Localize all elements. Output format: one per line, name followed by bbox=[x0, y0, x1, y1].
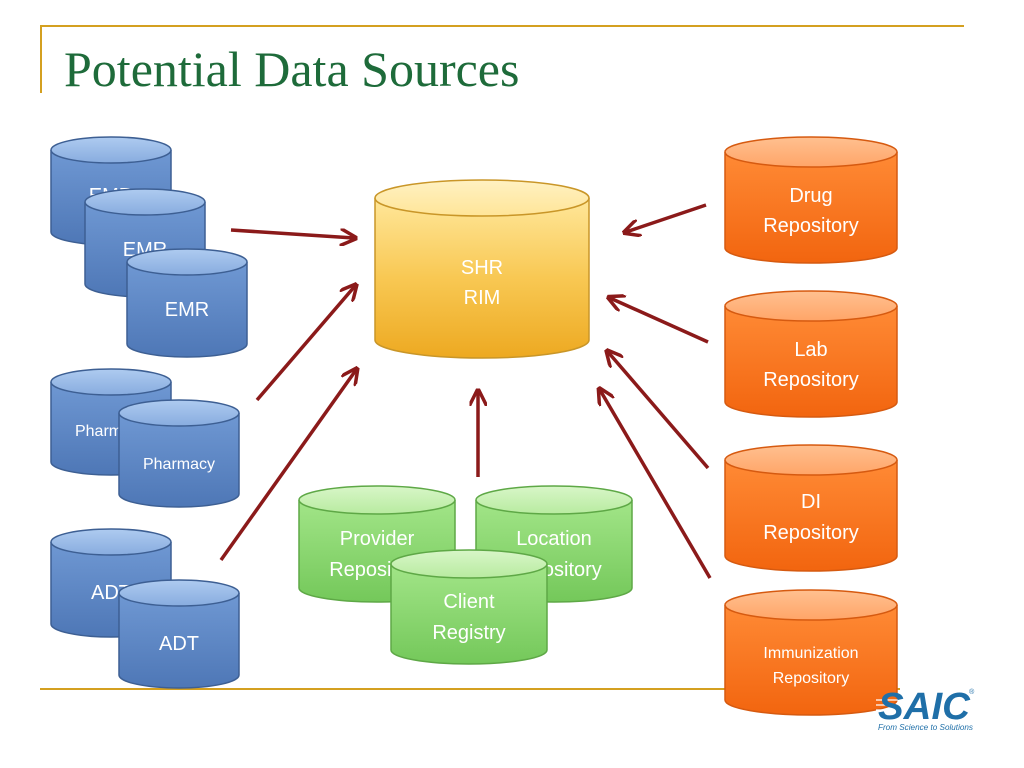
di-repository-cylinder: DI Repository bbox=[724, 444, 898, 572]
rim-label: RIM bbox=[464, 287, 501, 309]
drug-repository-label: Repository bbox=[763, 215, 859, 237]
registry-label: Registry bbox=[432, 622, 505, 644]
pharmacy-cylinder-front: Pharmacy bbox=[118, 399, 240, 508]
saic-tagline: From Science to Solutions bbox=[878, 722, 974, 732]
arrow-pharmacy-to-shr bbox=[255, 286, 355, 402]
adt-label-front: ADT bbox=[159, 633, 199, 655]
client-label: Client bbox=[443, 591, 495, 613]
lab-label: Lab bbox=[794, 339, 827, 361]
emr-cylinder-front: EMR bbox=[126, 248, 248, 358]
client-registry-cylinder: Client Registry bbox=[390, 549, 548, 665]
immunization-repository-cylinder: Immunization Repository bbox=[724, 589, 898, 716]
di-repository-label: Repository bbox=[763, 522, 859, 544]
arrow-emr-to-shr bbox=[230, 228, 354, 238]
saic-logo: SAIC ® From Science to Solutions bbox=[876, 686, 976, 732]
slide-title: Potential Data Sources bbox=[64, 41, 520, 97]
saic-logo-stripes bbox=[876, 699, 976, 716]
left-rule bbox=[40, 25, 42, 93]
bottom-rule bbox=[40, 688, 900, 690]
saic-logo-name: SAIC bbox=[878, 686, 971, 728]
shr-rim-cylinder: SHR RIM bbox=[374, 179, 590, 359]
arrow-drug-to-shr bbox=[626, 203, 707, 232]
arrows bbox=[219, 203, 712, 579]
provider-label: Provider bbox=[340, 528, 415, 550]
location-label: Location bbox=[516, 528, 592, 550]
drug-label: Drug bbox=[789, 185, 832, 207]
top-rule bbox=[40, 25, 964, 27]
arrow-immunization-to-shr bbox=[600, 390, 712, 579]
arrow-di-to-shr bbox=[608, 352, 710, 470]
drug-repository-cylinder: Drug Repository bbox=[724, 136, 898, 264]
adt-cylinder-front: ADT bbox=[118, 579, 240, 689]
lab-repository-cylinder: Lab Repository bbox=[724, 290, 898, 418]
pharmacy-label-front: Pharmacy bbox=[143, 456, 215, 473]
di-label: DI bbox=[801, 491, 821, 513]
shr-label: SHR bbox=[461, 257, 503, 279]
immunization-repository-label: Repository bbox=[773, 670, 849, 687]
lab-repository-label: Repository bbox=[763, 369, 859, 391]
emr-label-front: EMR bbox=[165, 299, 209, 321]
arrow-lab-to-shr bbox=[610, 298, 709, 344]
saic-registered-mark: ® bbox=[969, 688, 975, 696]
immunization-label: Immunization bbox=[763, 645, 858, 662]
arrow-adt-to-shr bbox=[219, 370, 356, 562]
